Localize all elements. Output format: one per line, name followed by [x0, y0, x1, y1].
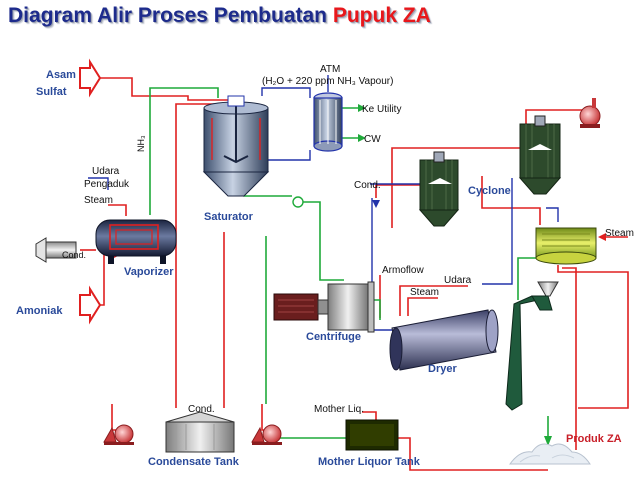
labels: Asam Sulfat Amoniak NH₃ Udara Pengaduk S…	[16, 64, 634, 468]
label-steam-heater: Steam	[605, 228, 634, 239]
pipe-condenser-return	[262, 150, 311, 161]
pipe-udara-pengaduk	[88, 177, 109, 190]
pipe-dryer-steam	[407, 297, 438, 316]
label-cw: CW	[364, 134, 381, 145]
label-udara-2: Udara	[444, 275, 472, 286]
label-saturator: Saturator	[204, 211, 254, 223]
label-nh3: NH₃	[136, 135, 146, 152]
pipe-cyclone-vent	[482, 178, 513, 285]
pipe-cyclone-cond	[375, 184, 422, 198]
label-mother-liquor-tank: Mother Liquor Tank	[318, 456, 421, 468]
label-armoflow: Armoflow	[382, 265, 424, 276]
title-main: Diagram Alir Proses Pembuatan	[8, 4, 333, 27]
pipe-acid-feed	[97, 77, 230, 101]
label-atm: ATM	[320, 64, 340, 75]
label-udara-1: Udara	[92, 166, 120, 177]
pipe-centrifuge-dryer	[372, 299, 381, 320]
pipe-heater-air	[546, 207, 559, 222]
vent-silencer	[35, 237, 77, 263]
pipe-elevator-up	[517, 257, 545, 300]
arrow-utility	[358, 104, 366, 112]
blower	[579, 98, 601, 128]
label-vapour: (H₂O + 220 ppm NH₃ Vapour)	[262, 76, 393, 87]
pipe-produk	[562, 267, 577, 450]
pipe-cyclone-to-heater	[481, 176, 541, 225]
label-cond-vaporizer: Cond.	[62, 250, 86, 260]
pump-condensate	[103, 424, 134, 445]
pipe-blue-cyclone	[371, 198, 392, 331]
label-pengaduk: Pengaduk	[84, 179, 130, 190]
heater	[535, 227, 597, 265]
vaporizer	[95, 219, 177, 264]
condenser	[313, 92, 343, 152]
steam-valve	[292, 196, 304, 208]
label-cyclone: Cyclone	[468, 185, 511, 197]
label-condensate-tank: Condensate Tank	[148, 456, 240, 468]
arrow-cw	[358, 134, 366, 142]
label-vaporizer: Vaporizer	[124, 266, 174, 278]
diagram-title: Diagram Alir Proses Pembuatan Pupuk ZA	[8, 4, 431, 28]
acid-inlet-arrow	[79, 58, 102, 98]
arrow-cond-cyclone	[372, 200, 380, 208]
title-accent: Pupuk ZA	[332, 4, 431, 27]
pipe-dryer-air	[399, 285, 468, 316]
saturator	[202, 95, 270, 197]
pump-mother-liquor	[251, 424, 282, 445]
pipe-heater-return	[557, 265, 629, 409]
centrifuge	[273, 281, 375, 333]
label-mother-liq: Mother Liq.	[314, 404, 364, 415]
cyclone-left	[418, 151, 460, 227]
pipe-steam-vaporizer	[108, 204, 127, 216]
pipe-mother-liq	[362, 411, 377, 421]
amoniak-inlet-arrow	[79, 285, 102, 325]
dryer	[389, 309, 499, 371]
label-sulfat: Sulfat	[36, 86, 67, 98]
pipe-to-centrifuge	[302, 201, 344, 281]
condensate-tank	[165, 411, 235, 453]
label-cond-cyclone: Cond.	[354, 180, 381, 191]
arrow-produk	[544, 436, 552, 446]
label-produk-za: Produk ZA	[566, 433, 622, 445]
pipe-saturator-to-condenser	[261, 87, 311, 98]
funnel	[537, 281, 559, 297]
label-dryer: Dryer	[428, 363, 457, 375]
arrow-steam-heater	[598, 233, 606, 241]
bucket-elevator	[505, 295, 553, 411]
pipe-mother-return	[396, 437, 548, 471]
label-centrifuge: Centrifuge	[306, 331, 361, 343]
label-ke-utility: Ke Utility	[362, 104, 401, 115]
product-pile	[509, 443, 591, 465]
label-steam-vaporizer: Steam	[84, 195, 113, 206]
mother-liquor-tank	[345, 419, 399, 451]
pipe-nh3-vapour	[149, 87, 219, 215]
label-asam: Asam	[46, 69, 76, 81]
cyclone-right	[518, 115, 562, 195]
label-cond-tank: Cond.	[188, 404, 215, 415]
label-steam-dryer: Steam	[410, 287, 439, 298]
label-amoniak: Amoniak	[16, 305, 63, 317]
